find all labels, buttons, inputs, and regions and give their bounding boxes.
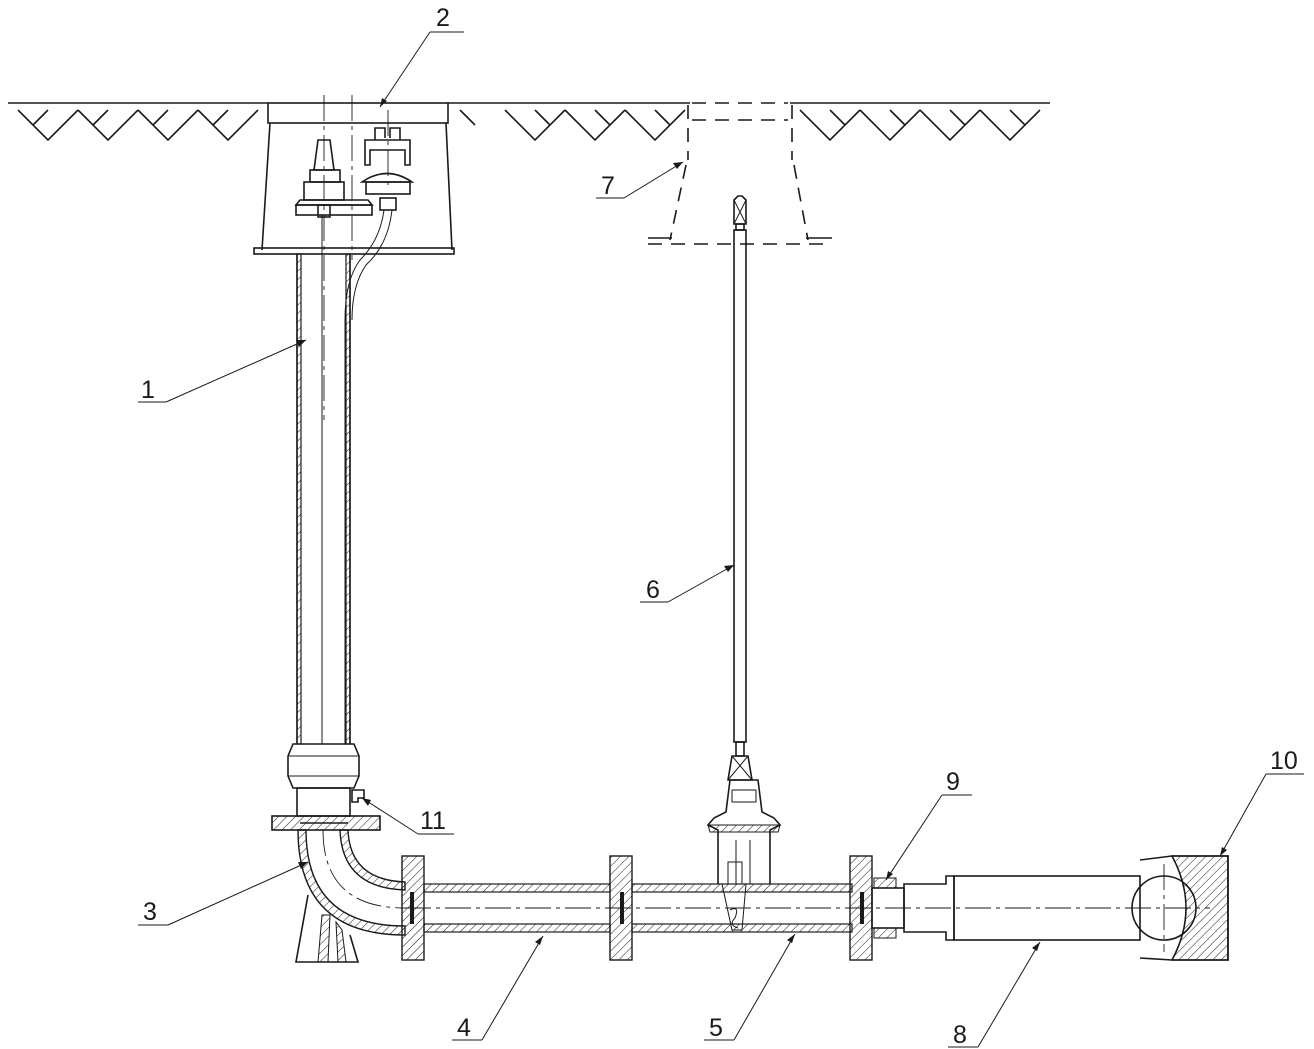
leader-1: 1 — [138, 339, 307, 404]
hydrant-head-housing — [253, 95, 455, 420]
duckfoot-bend — [271, 815, 406, 963]
label-9: 9 — [946, 768, 960, 796]
label-10: 10 — [1270, 747, 1298, 775]
leader-10: 10 — [1219, 747, 1304, 857]
leader-4: 4 — [452, 935, 544, 1042]
label-5: 5 — [709, 1014, 723, 1042]
label-2: 2 — [436, 4, 450, 32]
leader-5: 5 — [704, 933, 796, 1042]
surface-box-dashed — [648, 102, 832, 245]
label-8: 8 — [953, 1021, 967, 1049]
leader-11: 11 — [361, 797, 454, 835]
label-1: 1 — [141, 376, 155, 404]
gate-valve — [631, 195, 873, 961]
label-7: 7 — [601, 172, 615, 200]
leader-8: 8 — [948, 941, 1041, 1049]
leader-6: 6 — [640, 564, 735, 604]
riser-pipe — [287, 209, 393, 817]
label-11: 11 — [420, 807, 446, 835]
leader-3: 3 — [138, 861, 309, 926]
label-6: 6 — [646, 576, 660, 604]
label-4: 4 — [457, 1014, 471, 1042]
leader-2: 2 — [379, 4, 464, 108]
label-3: 3 — [143, 898, 157, 926]
leader-7: 7 — [596, 161, 684, 200]
leader-9: 9 — [885, 768, 972, 881]
ground-surface — [8, 102, 1050, 142]
